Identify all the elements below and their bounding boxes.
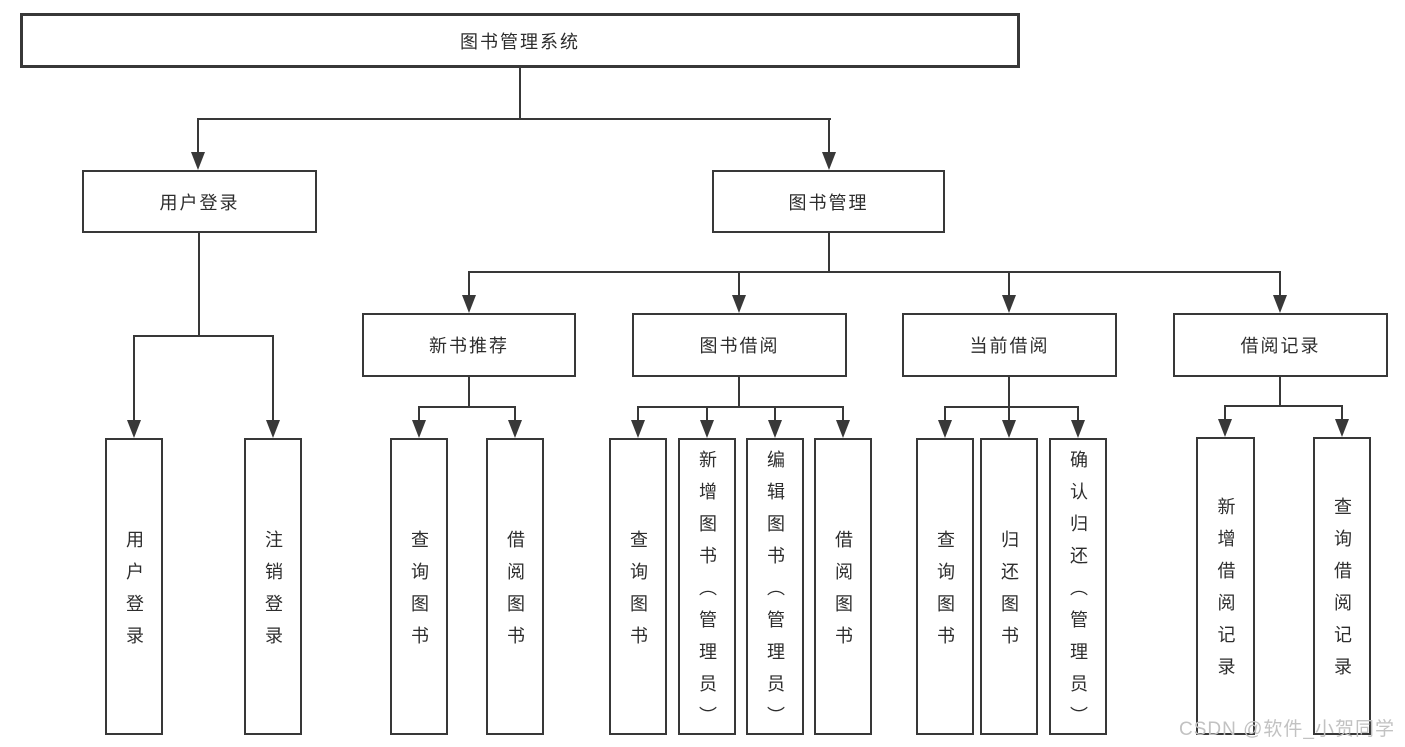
leaf-return-books-label: 归还图书 — [999, 529, 1019, 658]
leaf-add-books-admin-label: 新增图书（管理员） — [697, 449, 717, 738]
leaf-logout: 注销登录 — [244, 438, 302, 735]
connector-current-borrowing-stem — [1008, 377, 1010, 407]
arrowhead-borrow-books-recommend — [508, 420, 522, 438]
leaf-borrow-books-recommend-label: 借阅图书 — [505, 529, 525, 658]
connector-user-login-splitter — [133, 335, 274, 337]
leaf-borrow-books-recommend: 借阅图书 — [486, 438, 544, 735]
arrowhead-current-borrowing — [1002, 295, 1016, 313]
node-borrow-records-label: 借阅记录 — [1240, 336, 1321, 356]
connector-new-book-recommend-splitter — [418, 406, 516, 408]
connector-borrow-records-splitter — [1224, 405, 1343, 407]
leaf-query-books-borrowing: 查询图书 — [609, 438, 667, 735]
connector-drop-edit-books-admin — [774, 406, 776, 420]
leaf-query-books-recommend: 查询图书 — [390, 438, 448, 735]
node-book-management: 图书管理 — [712, 170, 945, 233]
connector-drop-current-borrowing — [1008, 271, 1010, 295]
leaf-edit-books-admin-label: 编辑图书（管理员） — [765, 449, 785, 738]
node-current-borrowing-label: 当前借阅 — [969, 336, 1050, 356]
connector-drop-borrow-books-recommend — [514, 406, 516, 420]
arrowhead-confirm-return-admin — [1071, 420, 1085, 438]
connector-drop-query-borrow-record — [1341, 405, 1343, 419]
connector-new-book-recommend-stem — [468, 377, 470, 407]
arrowhead-leaf-user-login — [127, 420, 141, 438]
connector-drop-add-books-admin — [706, 406, 708, 420]
arrowhead-book-borrowing — [732, 295, 746, 313]
connector-drop-query-books-current — [944, 406, 946, 420]
connector-borrow-records-stem — [1279, 377, 1281, 407]
node-book-management-label: 图书管理 — [788, 192, 869, 213]
arrowhead-user-login — [191, 152, 205, 170]
node-new-book-recommend: 新书推荐 — [362, 313, 576, 377]
connector-drop-add-borrow-record — [1224, 405, 1226, 419]
leaf-add-books-admin: 新增图书（管理员） — [678, 438, 736, 738]
leaf-confirm-return-admin-label: 确认归还（管理员） — [1068, 449, 1088, 738]
connector-drop-borrow-books — [842, 406, 844, 420]
arrowhead-return-books — [1002, 420, 1016, 438]
node-book-borrowing: 图书借阅 — [632, 313, 847, 377]
connector-book-management-stem — [828, 233, 830, 273]
node-root-label: 图书管理系统 — [460, 31, 580, 52]
leaf-query-books-current: 查询图书 — [916, 438, 974, 735]
connector-drop-user-login — [197, 118, 199, 152]
connector-current-borrowing-splitter — [944, 406, 1079, 408]
arrowhead-book-management — [822, 152, 836, 170]
connector-root-stem — [519, 68, 521, 119]
leaf-add-borrow-record: 新增借阅记录 — [1196, 437, 1255, 735]
connector-book-management-splitter — [468, 271, 1281, 273]
leaf-user-login-label: 用户登录 — [124, 529, 144, 658]
leaf-confirm-return-admin: 确认归还（管理员） — [1049, 438, 1107, 738]
node-root: 图书管理系统 — [20, 13, 1020, 68]
leaf-borrow-books: 借阅图书 — [814, 438, 872, 735]
leaf-logout-label: 注销登录 — [263, 529, 283, 658]
arrowhead-query-borrow-record — [1335, 419, 1349, 437]
leaf-add-borrow-record-label: 新增借阅记录 — [1215, 497, 1236, 689]
connector-drop-leaf-logout — [272, 335, 274, 420]
leaf-query-borrow-record-label: 查询借阅记录 — [1332, 497, 1352, 689]
arrowhead-query-books-borrowing — [631, 420, 645, 438]
connector-drop-query-books-recommend — [418, 406, 420, 420]
leaf-user-login: 用户登录 — [105, 438, 163, 735]
connector-drop-book-management — [828, 118, 830, 152]
arrowhead-query-books-current — [938, 420, 952, 438]
arrowhead-edit-books-admin — [768, 420, 782, 438]
connector-root-splitter — [197, 118, 831, 120]
arrowhead-borrow-books — [836, 420, 850, 438]
arrowhead-new-book-recommend — [462, 295, 476, 313]
arrowhead-add-borrow-record — [1218, 419, 1232, 437]
arrowhead-borrow-records — [1273, 295, 1287, 313]
connector-drop-borrow-records — [1279, 271, 1281, 295]
leaf-borrow-books-label: 借阅图书 — [833, 529, 853, 658]
connector-user-login-stem — [198, 233, 200, 337]
leaf-query-borrow-record: 查询借阅记录 — [1313, 437, 1371, 735]
node-book-borrowing-label: 图书借阅 — [699, 336, 780, 356]
node-user-login: 用户登录 — [82, 170, 317, 233]
leaf-query-books-current-label: 查询图书 — [935, 529, 955, 658]
arrowhead-leaf-logout — [266, 420, 280, 438]
connector-drop-leaf-user-login — [133, 335, 135, 420]
csdn-watermark: CSDN @软件_小贺同学 — [1179, 719, 1395, 740]
connector-drop-return-books — [1008, 406, 1010, 420]
node-new-book-recommend-label: 新书推荐 — [429, 336, 509, 356]
connector-book-borrowing-splitter — [637, 406, 844, 408]
arrowhead-query-books-recommend — [412, 420, 426, 438]
connector-drop-query-books-borrowing — [637, 406, 639, 420]
node-borrow-records: 借阅记录 — [1173, 313, 1388, 377]
connector-drop-book-borrowing — [738, 271, 740, 295]
leaf-edit-books-admin: 编辑图书（管理员） — [746, 438, 804, 738]
arrowhead-add-books-admin — [700, 420, 714, 438]
leaf-query-books-borrowing-label: 查询图书 — [628, 529, 648, 658]
connector-drop-confirm-return-admin — [1077, 406, 1079, 420]
connector-drop-new-book-recommend — [468, 271, 470, 295]
node-current-borrowing: 当前借阅 — [902, 313, 1117, 377]
leaf-return-books: 归还图书 — [980, 438, 1038, 735]
node-user-login-label: 用户登录 — [159, 192, 240, 213]
connector-book-borrowing-stem — [738, 377, 740, 407]
leaf-query-books-recommend-label: 查询图书 — [409, 529, 429, 658]
